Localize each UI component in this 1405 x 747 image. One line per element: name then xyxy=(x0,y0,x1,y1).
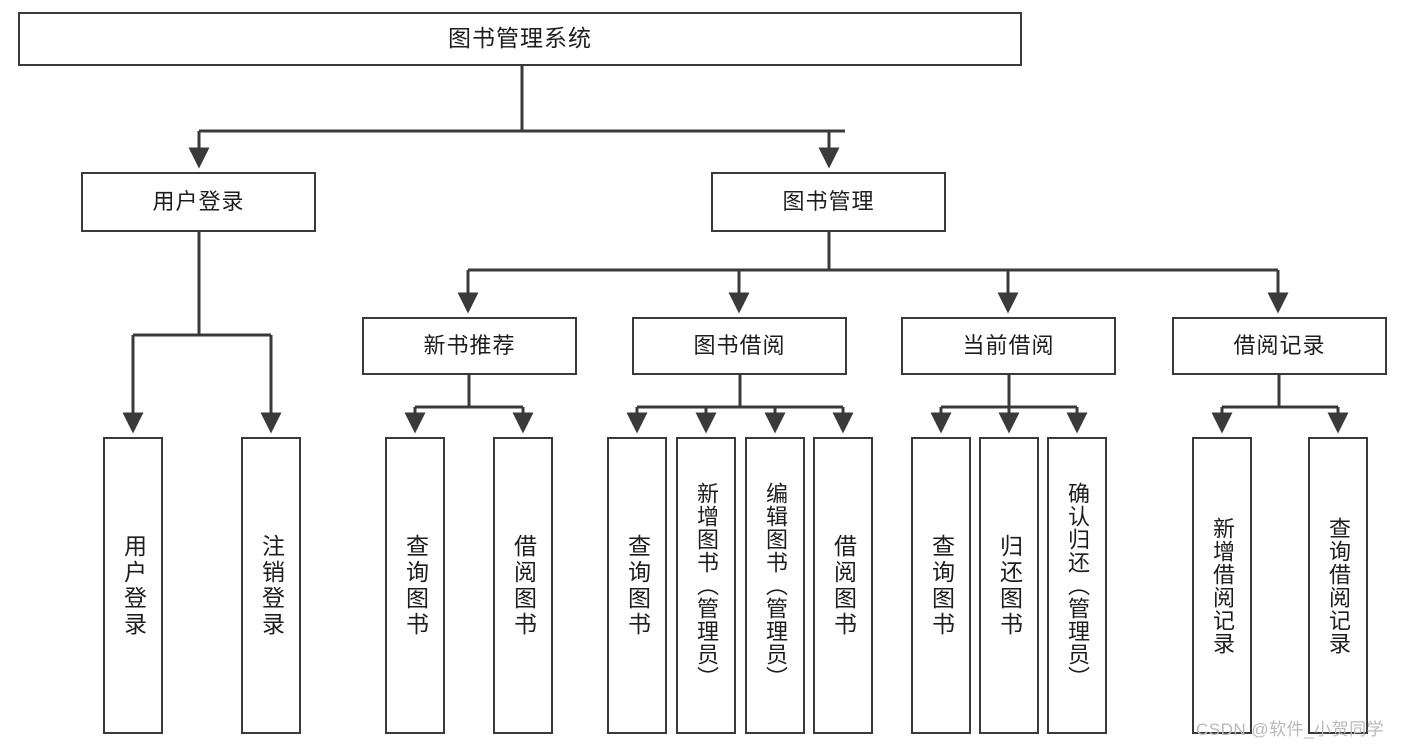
node-leaf-confirm-return-label: 确认归还（管理员） xyxy=(1065,482,1090,689)
node-leaf-confirm-return[interactable]: 确认归还（管理员） xyxy=(1047,437,1107,734)
node-leaf-add-record[interactable]: 新增借阅记录 xyxy=(1192,437,1252,734)
node-borrow-record[interactable]: 借阅记录 xyxy=(1172,317,1387,375)
node-root-label: 图书管理系统 xyxy=(448,25,592,52)
node-leaf-query-book-1-label: 查询图书 xyxy=(402,533,429,638)
node-leaf-query-book-3-label: 查询图书 xyxy=(928,533,955,638)
csdn-watermark: CSDN @软件_小贺同学 xyxy=(1196,720,1385,739)
node-leaf-user-login-label: 用户登录 xyxy=(120,533,147,638)
node-current-borrow[interactable]: 当前借阅 xyxy=(901,317,1116,375)
node-leaf-edit-book[interactable]: 编辑图书（管理员） xyxy=(745,437,805,734)
node-leaf-query-book-2-label: 查询图书 xyxy=(624,533,651,638)
node-user-login[interactable]: 用户登录 xyxy=(81,172,316,232)
node-leaf-add-book[interactable]: 新增图书（管理员） xyxy=(676,437,736,734)
node-root[interactable]: 图书管理系统 xyxy=(18,12,1022,66)
node-borrow-record-label: 借阅记录 xyxy=(1233,333,1326,359)
node-book-borrow-label: 图书借阅 xyxy=(693,333,786,359)
node-leaf-borrow-book-1[interactable]: 借阅图书 xyxy=(493,437,553,734)
node-leaf-user-login[interactable]: 用户登录 xyxy=(103,437,163,734)
node-leaf-borrow-book-1-label: 借阅图书 xyxy=(510,533,537,638)
node-leaf-query-book-3[interactable]: 查询图书 xyxy=(911,437,971,734)
node-leaf-add-book-label: 新增图书（管理员） xyxy=(694,482,719,689)
node-current-borrow-label: 当前借阅 xyxy=(962,333,1055,359)
node-new-book-rec-label: 新书推荐 xyxy=(423,333,516,359)
node-leaf-return-book[interactable]: 归还图书 xyxy=(979,437,1039,734)
node-user-login-label: 用户登录 xyxy=(152,189,245,215)
node-leaf-add-record-label: 新增借阅记录 xyxy=(1210,516,1235,655)
node-book-borrow[interactable]: 图书借阅 xyxy=(632,317,847,375)
node-leaf-borrow-book-2-label: 借阅图书 xyxy=(830,533,857,638)
node-leaf-query-book-1[interactable]: 查询图书 xyxy=(385,437,445,734)
node-new-book-rec[interactable]: 新书推荐 xyxy=(362,317,577,375)
node-leaf-query-book-2[interactable]: 查询图书 xyxy=(607,437,667,734)
node-leaf-logout[interactable]: 注销登录 xyxy=(241,437,301,734)
node-leaf-query-record-label: 查询借阅记录 xyxy=(1326,516,1351,655)
node-leaf-borrow-book-2[interactable]: 借阅图书 xyxy=(813,437,873,734)
node-leaf-edit-book-label: 编辑图书（管理员） xyxy=(763,482,788,689)
node-book-manage-label: 图书管理 xyxy=(782,189,875,215)
node-leaf-query-record[interactable]: 查询借阅记录 xyxy=(1308,437,1368,734)
node-book-manage[interactable]: 图书管理 xyxy=(711,172,946,232)
node-leaf-logout-label: 注销登录 xyxy=(258,533,285,638)
node-leaf-return-book-label: 归还图书 xyxy=(996,533,1023,638)
